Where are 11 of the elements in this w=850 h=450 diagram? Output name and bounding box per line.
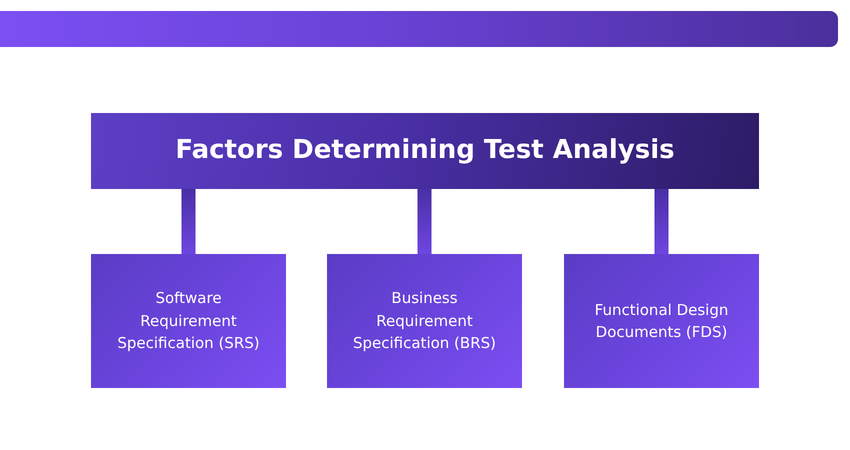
title-box (91, 113, 759, 189)
connector-bar (418, 189, 432, 254)
factor-text: Business Requirement Specification (BRS) (352, 288, 497, 354)
connector-bar (182, 189, 196, 254)
heading-text: Factors Determining Test Analysis (175, 135, 675, 167)
factor-box (564, 254, 759, 388)
factor-box (327, 254, 522, 388)
factor-text: Functional Design Documents (FDS) (594, 300, 730, 343)
factor-box (91, 254, 286, 388)
factor-text: Software Requirement Specification (SRS) (116, 288, 261, 354)
connector-bar (654, 189, 668, 254)
